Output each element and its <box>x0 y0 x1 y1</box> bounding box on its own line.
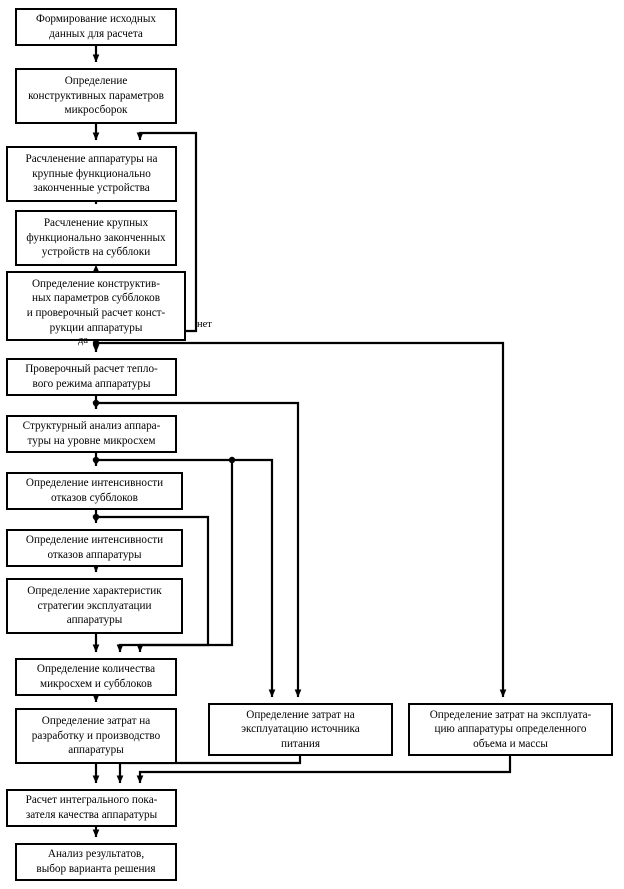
node-n9[interactable]: Определение интенсивности отказов аппара… <box>6 529 183 567</box>
node-n6-label: Проверочный расчет тепло- вого режима ап… <box>25 363 158 390</box>
node-n5-label: Определение конструктив- ных параметров … <box>26 277 166 334</box>
junction-dots <box>92 339 236 521</box>
node-n13[interactable]: Определение затрат на эксплуатацию источ… <box>208 703 393 756</box>
node-n3-label: Расчленение аппаратуры на крупные функци… <box>25 153 158 195</box>
node-n16[interactable]: Анализ результатов, выбор варианта решен… <box>15 843 177 881</box>
node-n6[interactable]: Проверочный расчет тепло- вого режима ап… <box>6 358 177 396</box>
junction-dot-n6 <box>92 399 100 407</box>
node-n8[interactable]: Определение интенсивности отказов суббло… <box>6 472 183 510</box>
node-n11-label: Определение количества микросхем и суббл… <box>36 663 156 690</box>
edge-n6-n13 <box>96 401 302 698</box>
node-n1-label: Формирование исходных данных для расчета <box>36 13 156 40</box>
node-n12-label: Определение затрат на разработку и произ… <box>31 715 161 757</box>
node-n10[interactable]: Определение характеристик стратегии эксп… <box>6 578 183 634</box>
node-n3[interactable]: Расчленение аппаратуры на крупные функци… <box>6 146 177 202</box>
node-n15[interactable]: Расчет интегрального пока- зателя качест… <box>6 789 177 827</box>
node-n15-label: Расчет интегрального пока- зателя качест… <box>25 794 158 821</box>
node-n9-label: Определение интенсивности отказов аппара… <box>25 534 164 561</box>
edge-yes-n5-n14 <box>96 341 507 698</box>
node-n7[interactable]: Структурный анализ аппара- туры на уровн… <box>6 415 177 453</box>
node-n1[interactable]: Формирование исходных данных для расчета <box>15 8 177 46</box>
node-n5[interactable]: Определение конструктив- ных параметров … <box>6 271 186 341</box>
node-n13-label: Определение затрат на эксплуатацию источ… <box>241 708 360 750</box>
node-n4[interactable]: Расчленение крупных функционально законч… <box>15 210 177 266</box>
node-n14[interactable]: Определение затрат на эксплуата- цию апп… <box>408 703 613 756</box>
node-n2[interactable]: Определение конструктивных параметров ми… <box>15 68 177 124</box>
node-n4-label: Расчленение крупных функционально законч… <box>26 217 166 259</box>
node-n8-label: Определение интенсивности отказов суббло… <box>25 477 164 504</box>
node-n16-label: Анализ результатов, выбор варианта решен… <box>36 848 156 875</box>
edge-label-yes: да <box>78 335 89 346</box>
node-n11[interactable]: Определение количества микросхем и суббл… <box>15 658 177 696</box>
node-n14-label: Определение затрат на эксплуата- цию апп… <box>429 708 592 750</box>
edge-n7-n13 <box>96 458 276 698</box>
edge-label-no: нет <box>197 319 212 330</box>
junction-dot-n7 <box>92 456 100 464</box>
junction-dot-da <box>92 339 100 347</box>
edge-n8-n11 <box>96 515 210 653</box>
node-n12[interactable]: Определение затрат на разработку и произ… <box>15 708 177 764</box>
junction-dot-n8 <box>92 513 100 521</box>
junction-dot-tap-232 <box>228 456 236 464</box>
edge-n13-n15 <box>116 756 302 784</box>
edge-feedback-no-n5-n3 <box>136 131 198 333</box>
node-n7-label: Структурный анализ аппара- туры на уровн… <box>22 420 161 447</box>
node-n10-label: Определение характеристик стратегии эксп… <box>27 585 162 627</box>
node-n2-label: Определение конструктивных параметров ми… <box>28 75 164 117</box>
edge-n14-n15 <box>136 756 512 784</box>
